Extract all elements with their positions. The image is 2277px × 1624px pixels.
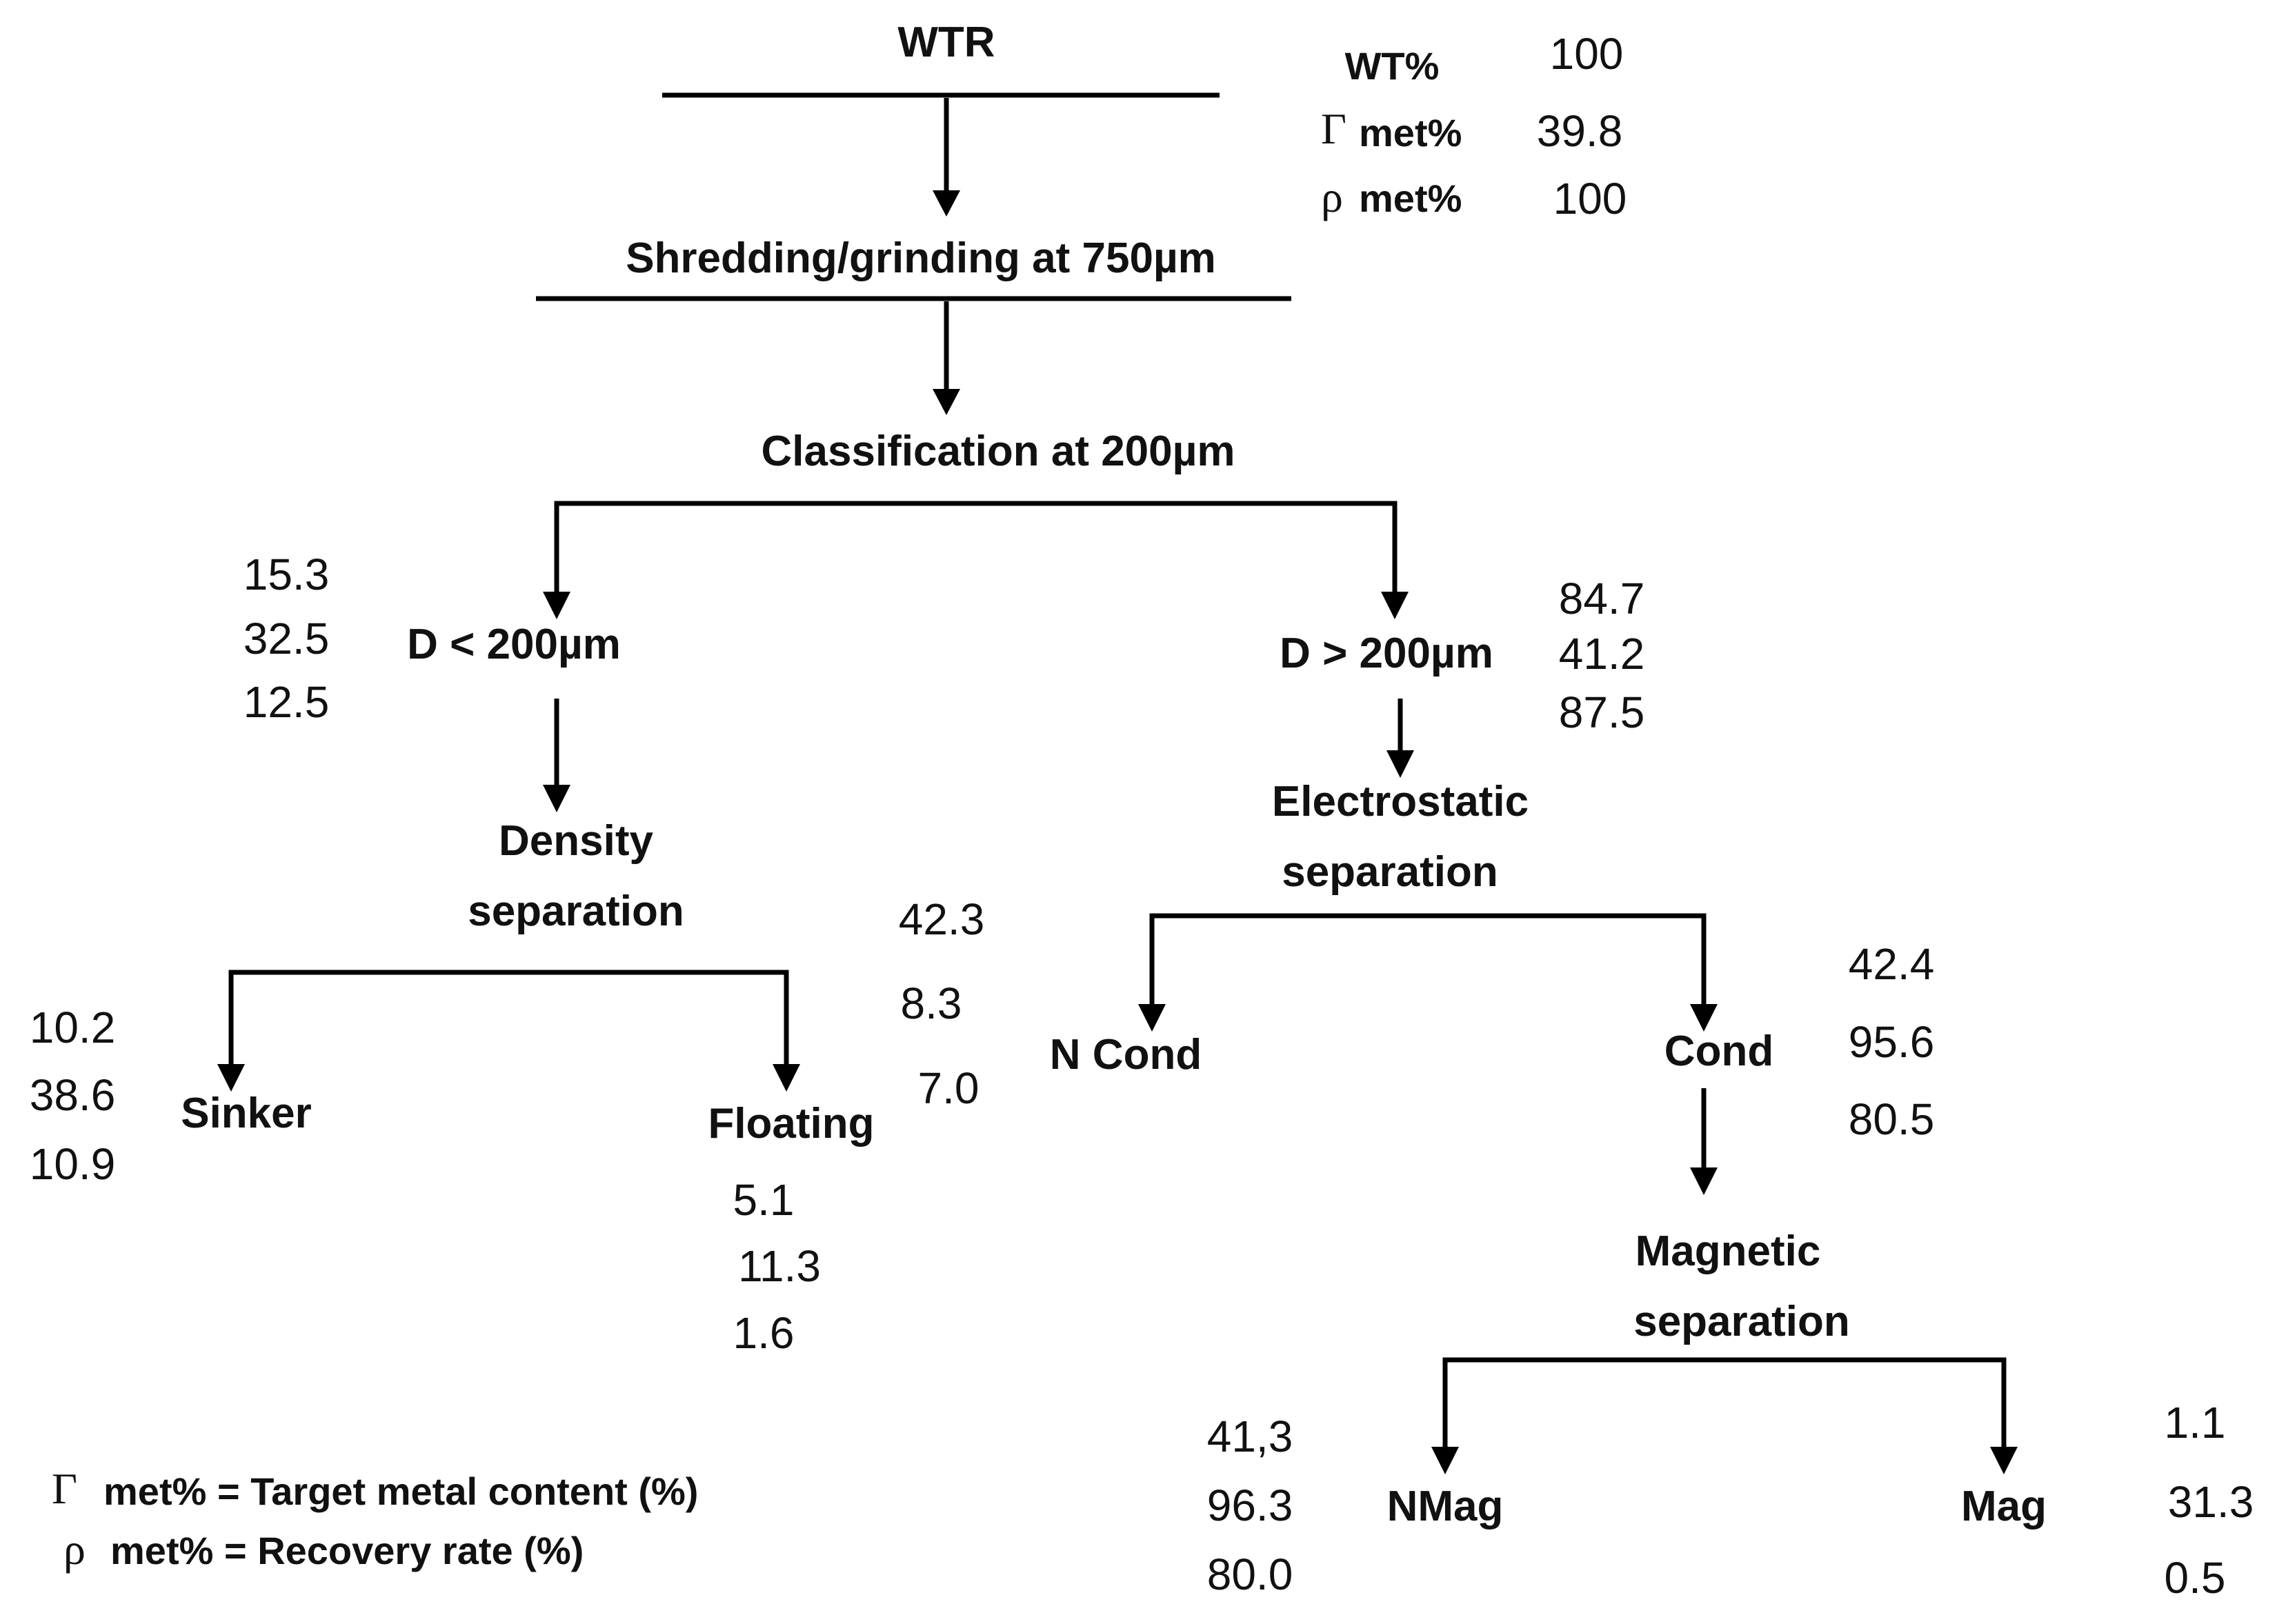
value-cond-rho: 80.5: [1849, 1094, 1935, 1144]
arrowhead-sinker: [217, 1064, 245, 1092]
arrowhead-coarse: [1381, 592, 1409, 619]
arrowhead-density: [543, 785, 570, 812]
node-density-line2: separation: [468, 888, 684, 935]
node-magnetic-line2: separation: [1633, 1298, 1850, 1345]
value-wtr-rho: 100: [1553, 174, 1627, 223]
node-cond: Cond: [1664, 1027, 1773, 1075]
node-coarse: D > 200µm: [1280, 630, 1493, 677]
arrowhead-magnetic: [1690, 1167, 1718, 1195]
value-wtr-gamma: 39.8: [1537, 106, 1623, 156]
node-nmag: NMag: [1387, 1483, 1504, 1530]
node-electrostatic-line2: separation: [1282, 848, 1498, 896]
branch-magnetic: [1442, 1357, 2007, 1448]
header-gamma-symbol: Γ: [1321, 104, 1346, 153]
arrowhead-electrostatic: [1386, 750, 1414, 778]
arrowhead-ncond: [1138, 1004, 1166, 1032]
value-mag-rho: 0.5: [2165, 1553, 2226, 1603]
arrowhead-mag: [1990, 1447, 2018, 1474]
value-cond-gamma: 95.6: [1849, 1017, 1935, 1067]
branch-classification: [554, 501, 1398, 593]
value-density-rho: 7.0: [918, 1063, 980, 1113]
value-density-wt: 42.3: [899, 894, 985, 944]
legend-gamma-symbol: Γ: [52, 1464, 77, 1513]
value-nmag-gamma: 96.3: [1207, 1481, 1293, 1530]
branch-electrostatic: [1149, 913, 1707, 1005]
node-floating: Floating: [708, 1100, 874, 1147]
arrowhead-classification: [933, 389, 960, 415]
value-density-gamma: 8.3: [901, 979, 962, 1028]
node-wtr: WTR: [897, 19, 995, 66]
arrowhead-nmag: [1431, 1447, 1459, 1474]
value-floating-wt: 5.1: [733, 1175, 795, 1225]
header-rho-met: met%: [1359, 177, 1462, 220]
node-fine: D < 200µm: [407, 621, 621, 668]
arrowhead-fine: [543, 592, 570, 619]
value-coarse-gamma: 41.2: [1559, 629, 1645, 679]
legend-rho-symbol: ρ: [63, 1525, 86, 1574]
header-rho-symbol: ρ: [1321, 172, 1343, 221]
value-mag-wt: 1.1: [2165, 1398, 2226, 1447]
value-cond-wt: 42.4: [1849, 939, 1935, 989]
header-gamma-met: met%: [1359, 111, 1462, 154]
arrowhead-cond: [1690, 1004, 1718, 1032]
value-fine-wt: 15.3: [243, 550, 330, 599]
arrowhead-floating: [773, 1064, 800, 1092]
node-electrostatic-line1: Electrostatic: [1272, 778, 1529, 825]
value-sinker-wt: 10.2: [30, 1003, 116, 1052]
value-fine-gamma: 32.5: [243, 614, 330, 663]
node-density-line1: Density: [499, 817, 653, 865]
legend-gamma-text: met% = Target metal content (%): [103, 1470, 698, 1513]
node-mag: Mag: [1961, 1483, 2047, 1530]
header-wt-label: WT%: [1345, 44, 1440, 88]
node-sinker: Sinker: [181, 1090, 312, 1137]
node-ncond: N Cond: [1050, 1031, 1202, 1079]
value-nmag-wt: 41,3: [1207, 1412, 1293, 1461]
node-magnetic-line1: Magnetic: [1635, 1227, 1821, 1275]
value-floating-gamma: 11.3: [738, 1241, 821, 1291]
value-mag-gamma: 31.3: [2168, 1477, 2254, 1527]
arrowhead-shredding: [933, 190, 960, 217]
value-floating-rho: 1.6: [733, 1308, 795, 1358]
value-sinker-rho: 10.9: [30, 1139, 116, 1189]
value-wtr-wt: 100: [1550, 29, 1624, 79]
legend-rho-text: met% = Recovery rate (%): [110, 1529, 584, 1572]
value-coarse-wt: 84.7: [1559, 574, 1645, 623]
value-sinker-gamma: 38.6: [30, 1070, 116, 1120]
value-fine-rho: 12.5: [243, 677, 330, 727]
node-classification: Classification at 200µm: [762, 428, 1235, 475]
value-coarse-rho: 87.5: [1559, 688, 1645, 737]
value-nmag-rho: 80.0: [1207, 1550, 1293, 1599]
node-shredding: Shredding/grinding at 750µm: [626, 234, 1216, 282]
branch-density: [228, 970, 789, 1065]
